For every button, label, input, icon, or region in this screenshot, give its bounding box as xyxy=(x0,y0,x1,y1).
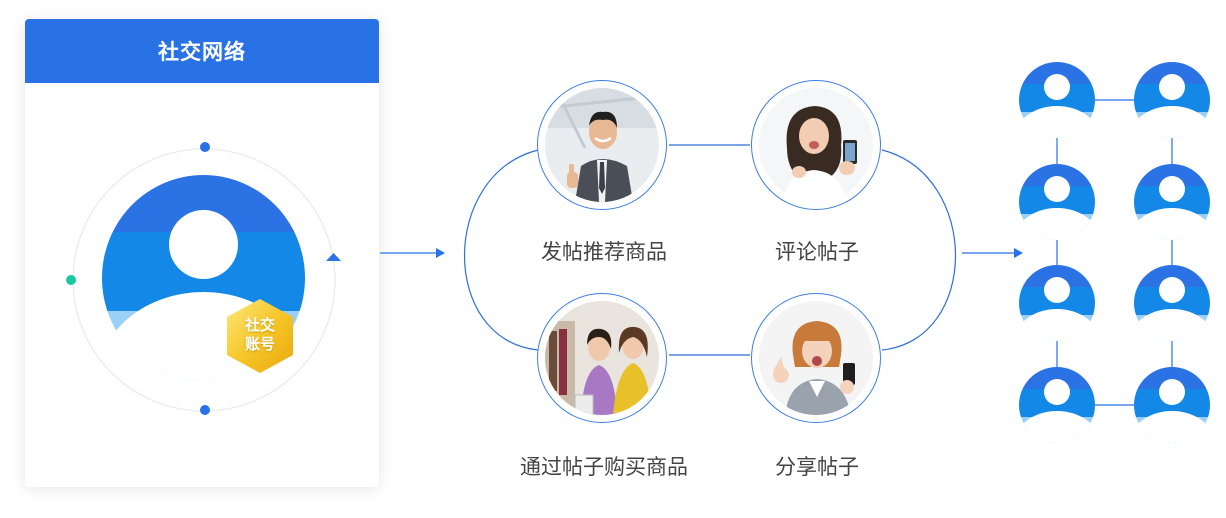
man-thumbs-up-photo xyxy=(537,80,667,210)
step-label-post: 发帖推荐商品 xyxy=(541,240,667,264)
user-icon xyxy=(1019,265,1095,341)
user-icon xyxy=(1134,62,1210,138)
user-icon xyxy=(1134,164,1210,240)
orbit-ring xyxy=(66,142,341,415)
woman-with-phone-photo xyxy=(751,80,881,210)
women-shopping-photo xyxy=(537,293,667,423)
social-network-card: 社交网络 社交 账号 xyxy=(25,19,379,487)
arrow-right-icon xyxy=(436,248,445,258)
step-label-buy: 通过帖子购买商品 xyxy=(520,455,688,479)
step-label-comment: 评论帖子 xyxy=(775,240,859,264)
step-label-share: 分享帖子 xyxy=(775,455,859,479)
orbit-arrow-icon xyxy=(326,253,341,261)
user-icon xyxy=(1019,62,1095,138)
orbit-dot-top xyxy=(200,142,210,152)
orbit-dot-left xyxy=(66,275,76,285)
arrow-right-icon xyxy=(1014,248,1023,258)
user-icon xyxy=(1134,367,1210,443)
user-icon xyxy=(1134,265,1210,341)
card-title: 社交网络 xyxy=(25,19,379,83)
badge-label-line1: 社交 xyxy=(244,316,275,334)
user-icon xyxy=(1019,367,1095,443)
social-account-badge: 社交 账号 xyxy=(222,297,298,375)
woman-surprised-phone-photo xyxy=(751,293,881,423)
badge-label-line2: 账号 xyxy=(244,335,275,353)
user-icon xyxy=(1019,164,1095,240)
orbit-dot-bottom xyxy=(200,405,210,415)
